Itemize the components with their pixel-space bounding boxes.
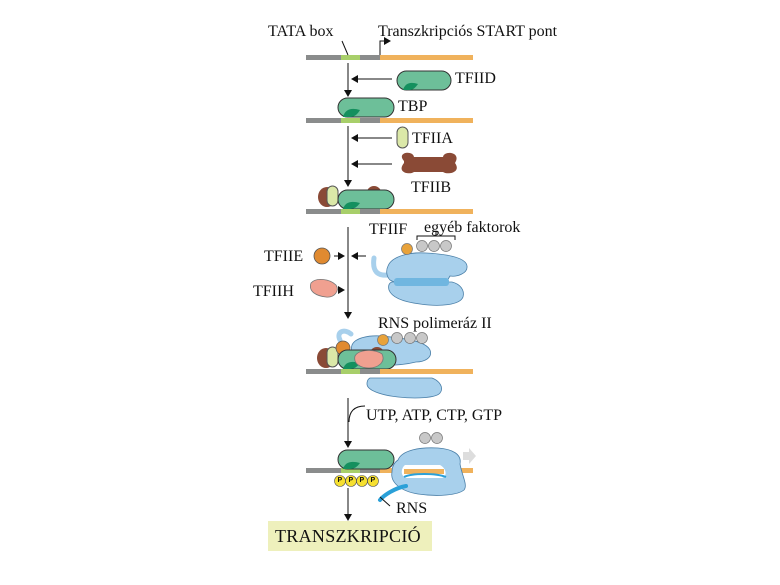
tfiib-tfiia-tbp-complex	[318, 185, 395, 210]
transcription-result-label: TRANSZKRIPCIÓ	[275, 526, 421, 546]
rna-polymerase-label: RNS polimeráz II	[378, 315, 492, 332]
elongating-polymerase	[378, 432, 476, 502]
dna-strand-stage-4	[306, 369, 473, 374]
rna-pointer	[379, 496, 391, 507]
phosphate-label: P	[359, 477, 365, 484]
tfiie-label: TFIIE	[264, 248, 304, 265]
phosphate-label: P	[348, 477, 354, 484]
nucleotides-label: UTP, ATP, CTP, GTP	[366, 407, 503, 424]
tfiib-factor	[401, 152, 457, 174]
tata-box-label: TATA box	[268, 23, 334, 40]
dna-strand-stage-3	[306, 209, 473, 214]
rna-polymerase-ii-free	[371, 240, 468, 306]
tfiid-factor	[396, 70, 452, 91]
start-point-arrow	[379, 37, 391, 55]
tfiid-label: TFIID	[455, 70, 496, 87]
transcription-result-box	[268, 521, 432, 551]
rna-label: RNS	[396, 500, 428, 517]
polymerase-lower-lobe	[366, 377, 442, 399]
other-factors-bracket	[416, 235, 456, 240]
dna-strand-stage-1	[306, 55, 473, 60]
tfiie-factor	[313, 247, 331, 265]
tbp-remaining	[337, 449, 395, 470]
tata-pointer	[341, 40, 349, 56]
phosphate-label: P	[337, 477, 343, 484]
tfiia-factor	[396, 126, 409, 149]
phosphate-row	[334, 475, 379, 487]
tfiif-label: TFIIF	[369, 221, 408, 238]
start-point-label: Transzkripciós START pont	[378, 23, 558, 40]
phosphate-label: P	[370, 477, 376, 484]
tfiih-factor	[310, 279, 338, 298]
other-factors-label: egyéb faktorok	[424, 219, 521, 236]
tfiih-label: TFIIH	[253, 283, 294, 300]
tbp-label: TBP	[398, 98, 428, 115]
dna-strand-stage-2	[306, 118, 473, 123]
preinitiation-complex	[317, 328, 431, 370]
nucleotide-join-curve	[348, 405, 366, 423]
tfiia-label: TFIIA	[412, 130, 453, 147]
tbp-complex	[337, 97, 395, 118]
tfiib-label: TFIIB	[411, 179, 451, 196]
